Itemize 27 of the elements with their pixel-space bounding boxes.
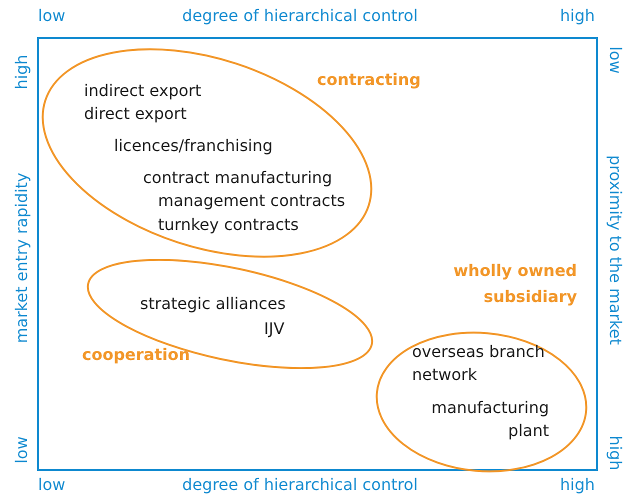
strategy-text: turnkey contracts	[158, 214, 299, 236]
axis-label: low	[38, 6, 66, 26]
axis-label: high	[12, 54, 32, 90]
axis-label: degree of hierarchical control	[182, 6, 418, 26]
axis-label: degree of hierarchical control	[182, 475, 418, 495]
axis-label: low	[38, 475, 66, 495]
axis-label: high	[560, 475, 595, 495]
strategy-text: manufacturing plant	[430, 397, 549, 442]
axis-label: proximity to the market	[605, 155, 625, 345]
axis-label: market entry rapidity	[12, 172, 32, 344]
strategy-text: overseas branch network	[412, 341, 546, 386]
axis-label: low	[12, 436, 32, 464]
strategy-text: IJV	[264, 318, 284, 340]
strategy-text: strategic alliances	[140, 293, 286, 315]
axis-label: low	[605, 46, 625, 74]
category-label: contracting	[317, 69, 421, 91]
oval	[375, 331, 588, 473]
axis-label: high	[605, 436, 625, 470]
strategy-text: contract manufacturing	[143, 167, 332, 189]
axis-label: high	[560, 6, 595, 26]
chart-frame	[37, 37, 598, 471]
strategy-text: licences/franchising	[114, 135, 273, 157]
strategy-text: indirect export	[84, 80, 202, 102]
category-label: cooperation	[82, 344, 190, 366]
strategy-text: management contracts	[158, 190, 346, 212]
strategy-text: direct export	[84, 103, 187, 125]
category-label: wholly owned subsidiary	[452, 260, 577, 308]
